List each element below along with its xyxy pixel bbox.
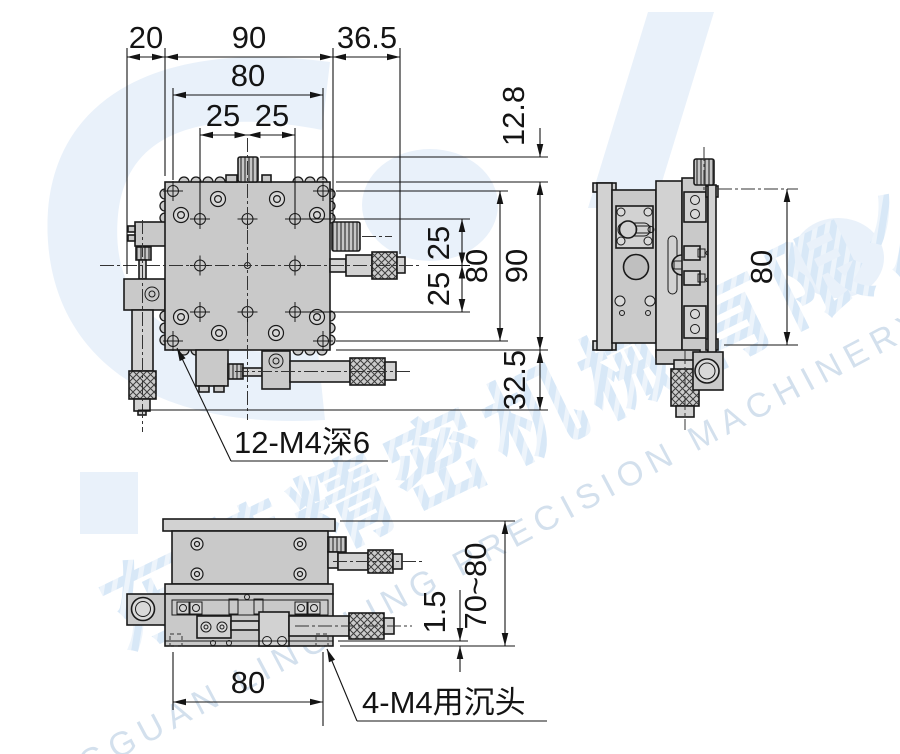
dim-hole-pitch-v: 25 25 <box>421 219 466 312</box>
svg-text:80: 80 <box>744 250 779 284</box>
svg-text:12.8: 12.8 <box>496 86 531 146</box>
front-view <box>100 138 420 432</box>
side-bottom-micrometer <box>655 349 724 430</box>
svg-text:80: 80 <box>231 665 265 700</box>
svg-text:25: 25 <box>255 98 289 133</box>
svg-text:70~80: 70~80 <box>458 542 493 629</box>
svg-text:25: 25 <box>421 226 456 260</box>
side-view: 80 <box>592 147 798 430</box>
dim-base-width: 80 <box>173 665 323 706</box>
bottom-view-dimensions: 80 1.5 70~80 4-M4用沉头 <box>172 520 547 726</box>
dim-hole-span-v: 80 <box>459 191 504 341</box>
left-micrometer <box>123 220 167 432</box>
svg-text:90: 90 <box>499 249 534 283</box>
dim-offset-left: 20 <box>127 20 165 61</box>
right-micrometer <box>329 221 406 280</box>
front-view-dimensions: 20 90 36.5 80 25 25 12.8 25 <box>126 20 548 462</box>
label-tapped-holes: 12-M4深6 <box>176 347 388 462</box>
bottom-view-lower-micrometer <box>288 612 412 640</box>
dim-height-total: 90 <box>499 182 544 350</box>
dim-hole-pitch-h: 25 25 <box>200 98 295 139</box>
bottom-view-upper-micrometer <box>327 549 425 574</box>
svg-text:25: 25 <box>206 98 240 133</box>
dim-side-height: 80 <box>718 188 798 346</box>
svg-text:1.5: 1.5 <box>417 590 452 633</box>
svg-text:32.5: 32.5 <box>497 350 532 410</box>
svg-text:20: 20 <box>129 20 163 55</box>
svg-text:25: 25 <box>421 272 456 306</box>
svg-text:80: 80 <box>231 58 265 93</box>
dim-width-total: 90 <box>165 20 333 61</box>
top-tab <box>261 174 272 183</box>
bottom-micrometer <box>195 349 412 393</box>
y-adjust-knob <box>331 221 361 252</box>
dim-right-ext: 36.5 <box>333 20 400 61</box>
bottom-view: 80 1.5 70~80 4-M4用沉头 <box>126 518 547 726</box>
dim-knob-height: 12.8 <box>496 86 544 157</box>
top-tab <box>225 174 238 183</box>
svg-text:4-M4用沉头: 4-M4用沉头 <box>362 685 526 720</box>
svg-text:90: 90 <box>232 20 266 55</box>
dim-height-range: 70~80 <box>458 521 509 646</box>
svg-text:80: 80 <box>459 249 494 283</box>
dim-base-lip: 1.5 <box>417 590 464 672</box>
label-counterbore-holes: 4-M4用沉头 <box>326 648 547 722</box>
dim-bottom-ext: 32.5 <box>497 350 544 410</box>
clamp-screws <box>176 601 321 615</box>
svg-text:12-M4深6: 12-M4深6 <box>234 425 370 460</box>
svg-text:36.5: 36.5 <box>337 20 397 55</box>
dim-hole-span-h: 80 <box>173 58 323 99</box>
side-screws <box>616 207 653 246</box>
